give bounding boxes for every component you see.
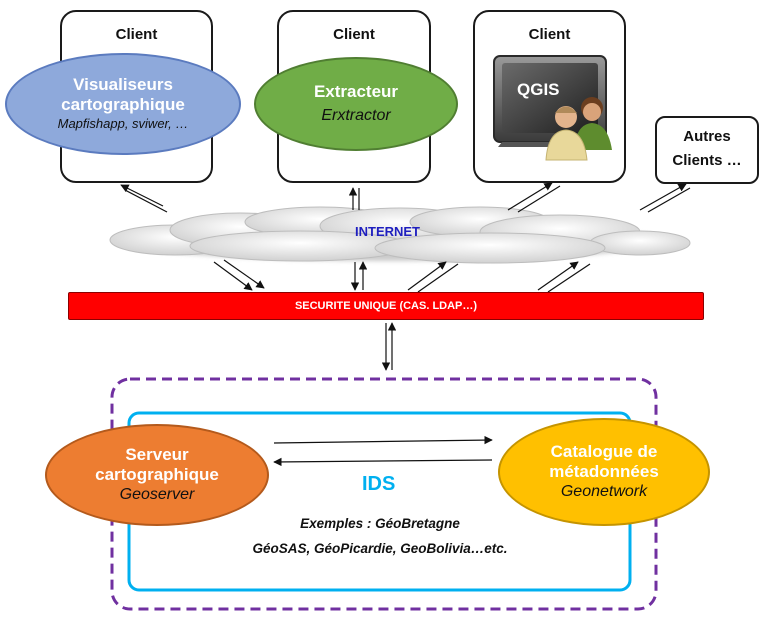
qgis-screen-label: QGIS bbox=[517, 80, 560, 99]
catalogue-title-2: métadonnées bbox=[549, 462, 659, 481]
serveur-catalogue-arrows bbox=[273, 435, 493, 467]
monitor-icon bbox=[493, 55, 607, 147]
serveur-title-2: cartographique bbox=[95, 465, 219, 484]
visualiseurs-title-2: cartographique bbox=[61, 95, 185, 114]
internet-label: INTERNET bbox=[355, 224, 420, 239]
serveur-subtitle: Geoserver bbox=[119, 486, 195, 503]
autres-clients-line2: Clients … bbox=[672, 152, 742, 169]
extracteur-title: Extracteur bbox=[313, 82, 399, 101]
serveur-title-1: Serveur bbox=[125, 445, 189, 464]
exemples-line-1: Exemples : GéoBretagne bbox=[300, 516, 460, 531]
autres-clients-line1: Autres bbox=[683, 128, 731, 145]
visualiseurs-title-1: Visualiseurs bbox=[73, 75, 173, 94]
catalogue-ellipse: Catalogue de métadonnées Geonetwork bbox=[498, 418, 710, 526]
serveur-ellipse: Serveur cartographique Geoserver bbox=[45, 424, 269, 526]
users-icon bbox=[545, 97, 612, 161]
client-arrows bbox=[120, 182, 691, 213]
catalogue-title-1: Catalogue de bbox=[550, 442, 658, 461]
exemples-line-2: GéoSAS, GéoPicardie, GeoBolivia…etc. bbox=[252, 541, 508, 556]
securite-unique-bar: SECURITE UNIQUE (CAS. LDAP…) bbox=[68, 292, 704, 320]
visualiseurs-ellipse: Visualiseurs cartographique Mapfishapp, … bbox=[5, 53, 241, 155]
client-title: Client bbox=[333, 26, 375, 43]
internet-arrows bbox=[213, 259, 591, 293]
extracteur-ellipse: Extracteur Erxtractor bbox=[254, 57, 458, 151]
catalogue-subtitle: Geonetwork bbox=[560, 483, 648, 500]
extracteur-subtitle: Erxtractor bbox=[321, 107, 391, 124]
securite-unique-label: SECURITE UNIQUE (CAS. LDAP…) bbox=[294, 300, 478, 312]
autres-clients-box: Autres Clients … bbox=[655, 116, 759, 184]
internet-cloud bbox=[109, 206, 691, 264]
visualiseurs-examples: Mapfishapp, sviwer, … bbox=[57, 116, 189, 131]
client-title: Client bbox=[528, 26, 571, 43]
ids-label: IDS bbox=[362, 473, 396, 495]
client-title: Client bbox=[115, 26, 158, 43]
securite-ids-arrows bbox=[381, 322, 397, 371]
